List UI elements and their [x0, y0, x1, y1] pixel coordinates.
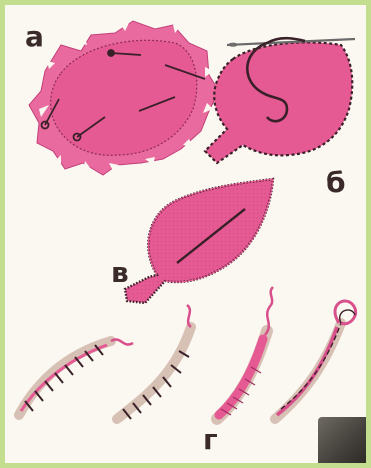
stitch-sample-4	[275, 301, 356, 419]
stitch-sample-2	[117, 305, 191, 419]
figure-b-leaf	[205, 42, 352, 163]
figure-label-v: в	[111, 259, 129, 287]
corner-photo-fragment	[318, 417, 366, 463]
figure-a	[29, 21, 219, 175]
figure-g	[19, 287, 356, 419]
stitch-sample-1	[19, 339, 133, 415]
stitch-sample-3	[217, 287, 273, 419]
embroidery-diagram	[5, 5, 366, 463]
figure-label-g: г	[203, 426, 218, 454]
figure-label-a: а	[25, 23, 44, 51]
figure-b	[205, 38, 355, 163]
figure-label-b: б	[326, 169, 346, 197]
figure-v	[125, 179, 273, 303]
